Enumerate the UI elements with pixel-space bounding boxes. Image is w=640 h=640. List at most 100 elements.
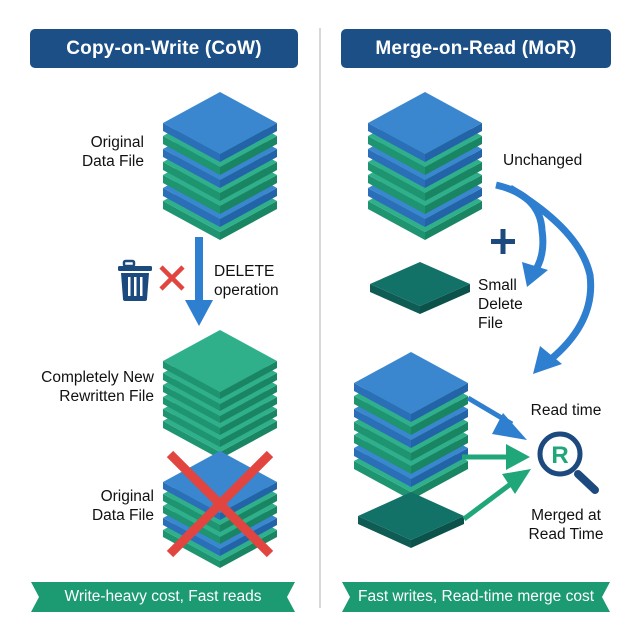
plus-icon xyxy=(491,229,515,254)
slab-right-face xyxy=(425,175,482,214)
slab-left-face xyxy=(354,396,411,435)
mor-unchanged-label: Unchanged xyxy=(503,152,583,169)
merge-arrow-teal xyxy=(462,481,514,521)
cow-rewritten-stack xyxy=(163,330,277,459)
cow-discarded-label-line: Data File xyxy=(91,507,154,524)
slab-right-face xyxy=(411,396,468,435)
mor-curved-arrow-long-head xyxy=(533,346,562,374)
mor-curved-arrow-short-head xyxy=(522,262,548,287)
slab-left-face xyxy=(163,373,220,411)
cow-original-stack xyxy=(163,92,277,240)
trash-slot xyxy=(134,277,137,296)
mor-delete-file-label-line: File xyxy=(478,315,503,332)
stack-layer-blue xyxy=(368,92,482,162)
slab-left-face xyxy=(163,421,220,459)
slab-left-face xyxy=(163,149,220,188)
cow-original-label-line: Original xyxy=(90,134,144,151)
slab-left-face xyxy=(354,461,411,500)
slab-left-face xyxy=(163,123,220,162)
slab-left-face xyxy=(163,136,220,175)
magnifier-lens xyxy=(537,431,583,477)
slab-right-face xyxy=(425,136,482,175)
slab-left-face xyxy=(163,506,220,544)
slab-left-face xyxy=(368,149,425,188)
slab-left-face xyxy=(163,201,220,240)
cow-rewritten-label-line: Rewritten File xyxy=(59,388,154,405)
slab-left-face xyxy=(163,361,220,399)
slab-left-face xyxy=(354,435,411,474)
slab-right-face xyxy=(425,201,482,240)
stack-layer-blue xyxy=(163,92,277,162)
merge-arrow-blue-head xyxy=(492,413,527,440)
merge-arrow-teal-head xyxy=(502,469,531,494)
slab-left-face xyxy=(354,383,411,422)
slab-left-face xyxy=(358,516,411,548)
slab-right-face xyxy=(411,435,468,474)
trash-icon xyxy=(118,259,152,301)
mor-delete-file-label-line: Delete xyxy=(478,296,523,313)
slab-top-face xyxy=(358,492,464,540)
banner-ribbon xyxy=(342,582,610,612)
cow-delete-label-line: operation xyxy=(214,282,279,299)
slab-left-face xyxy=(354,409,411,448)
slab-left-face xyxy=(163,175,220,214)
slab-left-face xyxy=(368,188,425,227)
slab-right-face xyxy=(220,409,277,447)
cow-original-label: Original Data File xyxy=(40,133,144,171)
slab-left-face xyxy=(368,201,425,240)
slab-left-face xyxy=(368,123,425,162)
trash-lid xyxy=(118,266,152,271)
mor-base-stack xyxy=(368,92,482,240)
slab-top-face xyxy=(370,262,470,306)
slab-left-face xyxy=(163,530,220,568)
mor-banner-shape xyxy=(342,582,610,612)
slab-right-face xyxy=(220,506,277,544)
slab-right-face xyxy=(220,188,277,227)
trash-handle xyxy=(122,259,136,268)
slab-left-face xyxy=(368,136,425,175)
trash-slot xyxy=(128,277,131,296)
magnifier-icon: R xyxy=(537,431,599,494)
column-divider xyxy=(319,28,321,608)
mor-curved-arrow-long xyxy=(508,184,595,363)
cow-discarded-label-line: Original xyxy=(100,488,154,505)
slab-left-face xyxy=(163,409,220,447)
slab-right-face xyxy=(220,123,277,162)
slab-right-face xyxy=(411,461,468,500)
mor-merged-label-line: Read Time xyxy=(528,526,604,543)
slab-right-face xyxy=(220,482,277,520)
cow-footer-banner: Write-heavy cost, Fast reads xyxy=(29,582,297,612)
slab-right-face xyxy=(425,149,482,188)
mor-merged-label: Merged at Read Time xyxy=(511,506,621,544)
slab-top-face xyxy=(163,451,277,513)
slab-left-face xyxy=(163,162,220,201)
magnifier-handle xyxy=(574,470,599,494)
slab-right-face xyxy=(411,448,468,487)
mor-merge-stack xyxy=(354,352,468,500)
slab-right-face xyxy=(220,136,277,175)
mor-header: Merge-on-Read (MoR) xyxy=(341,29,611,68)
red-x-stroke xyxy=(166,450,274,558)
mor-read-time-label: Read time xyxy=(530,402,602,419)
slab-right-face xyxy=(425,188,482,227)
stack-layer-green xyxy=(163,330,277,399)
slab-right-face xyxy=(220,385,277,423)
slab-right-face xyxy=(220,162,277,201)
cow-title: Copy-on-Write (CoW) xyxy=(66,37,262,59)
mor-delete-file-slab xyxy=(370,262,470,314)
slab-left-face xyxy=(163,385,220,423)
cow-discarded-label: Original Data File xyxy=(40,487,154,525)
slab-left-face xyxy=(163,482,220,520)
plus-vertical xyxy=(500,229,506,254)
slab-right-face xyxy=(220,149,277,188)
slab-left-face xyxy=(163,397,220,435)
slab-left-face xyxy=(354,422,411,461)
slab-left-face xyxy=(354,448,411,487)
slab-left-face xyxy=(368,175,425,214)
cow-rewritten-label: Completely New Rewritten File xyxy=(20,368,154,406)
banner-ribbon xyxy=(31,582,295,612)
slab-right-face xyxy=(411,383,468,422)
magnifier-letter: R xyxy=(551,442,568,469)
slab-top-face xyxy=(354,352,468,414)
